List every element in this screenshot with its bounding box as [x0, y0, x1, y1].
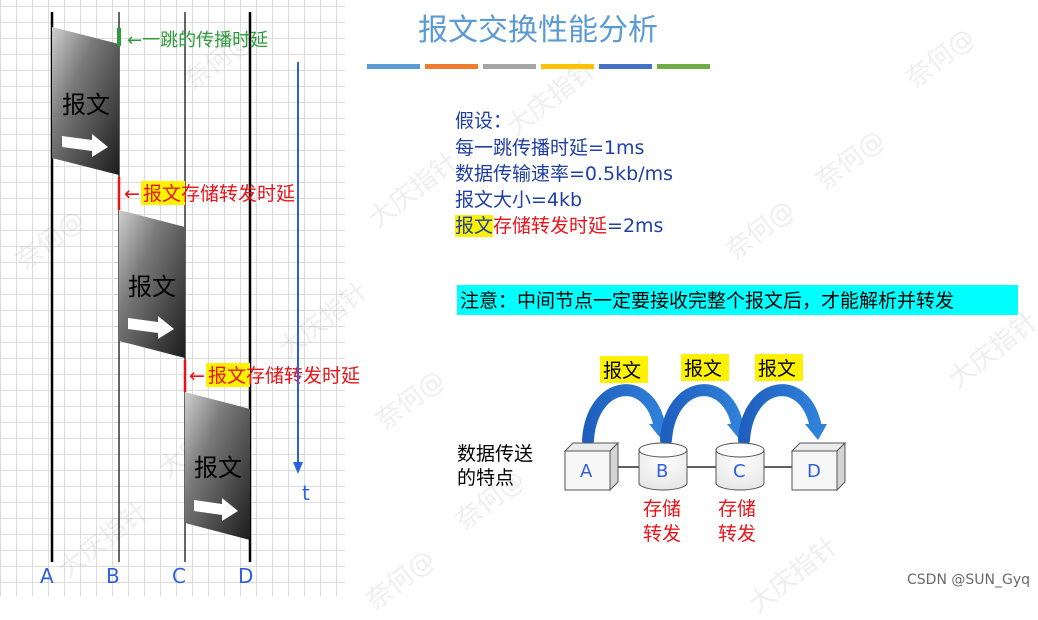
page-title: 报文交换性能分析 [418, 13, 658, 48]
note-text: 注意：中间节点一定要接收完整个报文后，才能解析并转发 [460, 290, 954, 312]
flow-node-a: A [563, 441, 620, 492]
time-axis-label: t [302, 481, 310, 505]
flow-packet-label: 报文 [603, 360, 641, 382]
flow-node-label: A [580, 461, 593, 482]
accent-bar-segment [599, 64, 652, 69]
note-banner-bg [457, 285, 1018, 315]
node-label-b: B [106, 564, 120, 588]
store-delay-value: =2ms [607, 215, 664, 237]
flow-packet-label: 报文 [684, 358, 722, 380]
credit-watermark: CSDN @SUN_Gyq [907, 572, 1030, 588]
assumption-store-delay: 报文存储转发时延=2ms [455, 211, 663, 238]
assumption-rate: 数据传输速率=0.5kb/ms [455, 163, 674, 185]
flow-packet-label-bg [681, 354, 729, 381]
highlight-text: 报文 [455, 215, 494, 237]
store-delay-label: ←报文存储转发时延 [124, 183, 295, 205]
store-forward-label: 转发 [643, 523, 681, 545]
flow-node-b: B [638, 442, 688, 491]
assumption-size: 报文大小=4kb [455, 189, 583, 211]
flow-node-c: C [715, 442, 765, 491]
arrow-icon [194, 498, 238, 521]
accent-bar-segment [367, 64, 420, 69]
flow-arc-c-d [738, 384, 822, 446]
flow-arrowhead [805, 424, 827, 440]
flow-node-d: D [790, 441, 847, 492]
diagram-canvas: 报文 报文 报文 ←一跳的传播时延 ←报文存储转发时延 ←报文存储转发时延 t … [40, 12, 1018, 588]
flow-node-label: D [807, 461, 821, 482]
store-forward-label: 存储 [643, 498, 681, 520]
highlight-box [206, 363, 250, 387]
accent-bar-segment [483, 64, 536, 69]
accent-bar-segment [657, 64, 710, 69]
hop-delay-label: ←一跳的传播时延 [127, 30, 268, 51]
accent-bar-segment [425, 64, 478, 69]
arrow-icon [62, 134, 108, 157]
flow-caption-line1: 数据传送 [457, 443, 533, 465]
flow-node-label: B [656, 461, 668, 482]
flow-packet-label-bg [755, 354, 803, 381]
flow-caption-line2: 的特点 [457, 467, 514, 489]
packet-label: 报文 [62, 91, 110, 119]
packet-label: 报文 [128, 273, 176, 301]
assumption-heading: 假设： [455, 110, 513, 132]
accent-bar-segment [541, 64, 594, 69]
flow-arc-b-c [660, 384, 744, 446]
arrow-icon [128, 316, 174, 339]
node-label-d: D [238, 564, 253, 588]
flow-node-label: C [733, 461, 746, 482]
packet-label: 报文 [194, 454, 242, 482]
assumption-hop-delay: 每一跳传播时延=1ms [455, 137, 645, 159]
highlight-box [141, 181, 185, 205]
store-delay-term: 存储转发时延 [493, 215, 608, 237]
time-axis-arrowhead [293, 462, 303, 474]
flow-packet-label-bg [600, 356, 648, 383]
store-delay-label: ←报文存储转发时延 [189, 365, 360, 387]
store-forward-label: 存储 [718, 498, 756, 520]
node-label-a: A [40, 564, 54, 588]
flow-arc-a-b [582, 384, 666, 446]
flow-packet-label: 报文 [758, 358, 796, 380]
store-forward-label: 转发 [718, 523, 756, 545]
node-label-c: C [172, 564, 186, 588]
